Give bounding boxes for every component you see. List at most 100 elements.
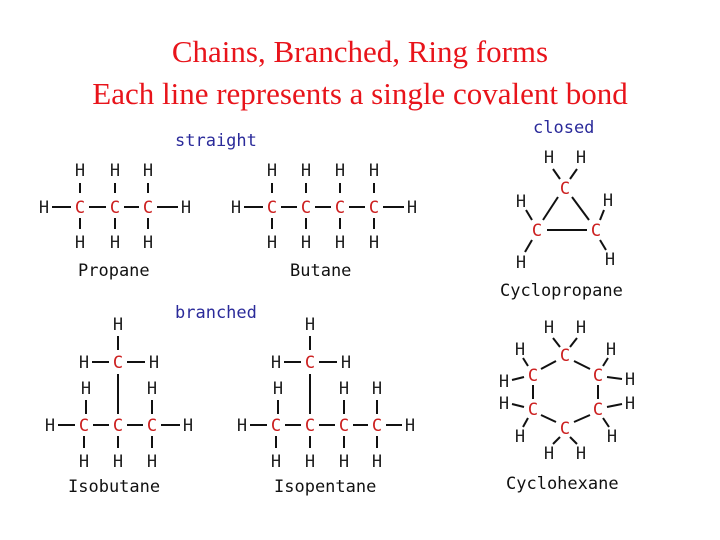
cyclohexane-hydrogen-atom: H	[515, 427, 525, 447]
cyclohexane-carbon-atom: C	[593, 400, 603, 420]
cyclohexane-hydrogen-atom: H	[499, 372, 509, 392]
propane-hydrogen-atom: H	[75, 233, 85, 253]
propane-hydrogen-atom: H	[143, 233, 153, 253]
cyclohexane-bond	[552, 436, 561, 445]
cyclohexane-bond	[573, 414, 591, 423]
isopentane-carbon-atom: C	[339, 416, 349, 436]
isopentane-carbon-atom: C	[305, 416, 315, 436]
isopentane-hydrogen-atom: H	[405, 416, 415, 436]
butane-hydrogen-atom: H	[335, 233, 345, 253]
propane-carbon-atom: C	[75, 198, 85, 218]
isobutane-hydrogen-atom: H	[149, 353, 159, 373]
cyclohexane-bond	[606, 376, 623, 380]
isopentane-carbon-atom: C	[305, 353, 315, 373]
isopentane-hydrogen-atom: H	[305, 452, 315, 472]
cyclopropane-carbon-atom: C	[560, 179, 570, 199]
butane-hydrogen-atom: H	[335, 161, 345, 181]
butane-hydrogen-atom: H	[369, 233, 379, 253]
cyclohexane-bond	[573, 360, 591, 370]
cyclohexane-bond	[522, 357, 529, 367]
isobutane-hydrogen-atom: H	[113, 452, 123, 472]
isopentane-carbon-atom: C	[372, 416, 382, 436]
section-label-closed: closed	[533, 118, 594, 138]
cyclohexane-bond	[606, 403, 623, 408]
butane-hydrogen-atom: H	[301, 233, 311, 253]
molecule-name-isobutane: Isobutane	[68, 477, 160, 497]
isobutane-carbon-atom: C	[79, 416, 89, 436]
isopentane-hydrogen-atom: H	[372, 379, 382, 399]
cyclohexane-bond	[511, 403, 525, 408]
propane-hydrogen-atom: H	[110, 233, 120, 253]
molecule-name-butane: Butane	[290, 261, 351, 281]
cyclohexane-hydrogen-atom: H	[544, 444, 554, 464]
cyclopropane-hydrogen-atom: H	[605, 250, 615, 270]
cyclopropane-bond	[599, 239, 607, 251]
cyclopropane-bond	[542, 196, 559, 221]
molecule-name-propane: Propane	[78, 261, 150, 281]
propane-hydrogen-atom: H	[75, 161, 85, 181]
isobutane-hydrogen-atom: H	[183, 416, 193, 436]
cyclohexane-hydrogen-atom: H	[576, 318, 586, 338]
cyclohexane-hydrogen-atom: H	[625, 370, 635, 390]
cyclopropane-carbon-atom: C	[591, 221, 601, 241]
cyclohexane-carbon-atom: C	[528, 366, 538, 386]
cyclohexane-hydrogen-atom: H	[499, 394, 509, 414]
cyclohexane-hydrogen-atom: H	[544, 318, 554, 338]
butane-hydrogen-atom: H	[301, 161, 311, 181]
title-line-1: Chains, Branched, Ring forms	[171, 34, 549, 69]
cyclopropane-carbon-atom: C	[532, 221, 542, 241]
propane-hydrogen-atom: H	[110, 161, 120, 181]
cyclopropane-hydrogen-atom: H	[576, 148, 586, 168]
cyclohexane-hydrogen-atom: H	[607, 427, 617, 447]
cyclopropane-hydrogen-atom: H	[516, 253, 526, 273]
cyclohexane-bond	[569, 436, 578, 445]
section-label-branched: branched	[175, 303, 257, 323]
cyclohexane-hydrogen-atom: H	[606, 340, 616, 360]
cyclohexane-bond	[540, 360, 557, 370]
cyclohexane-hydrogen-atom: H	[576, 444, 586, 464]
propane-carbon-atom: C	[143, 198, 153, 218]
molecule-name-cyclohexane: Cyclohexane	[506, 474, 619, 494]
propane-hydrogen-atom: H	[181, 198, 191, 218]
isopentane-hydrogen-atom: H	[271, 353, 281, 373]
cyclopropane-bond	[569, 168, 578, 180]
isobutane-hydrogen-atom: H	[147, 379, 157, 399]
butane-carbon-atom: C	[267, 198, 277, 218]
title-line-2: Each line represents a single covalent b…	[92, 76, 628, 111]
cyclohexane-bond	[552, 337, 561, 348]
isobutane-hydrogen-atom: H	[79, 452, 89, 472]
isobutane-carbon-atom: C	[113, 353, 123, 373]
cyclopropane-hydrogen-atom: H	[544, 148, 554, 168]
isobutane-hydrogen-atom: H	[79, 353, 89, 373]
isopentane-hydrogen-atom: H	[237, 416, 247, 436]
cyclohexane-bond	[511, 376, 525, 381]
cyclopropane-bond	[571, 196, 590, 221]
isopentane-hydrogen-atom: H	[372, 452, 382, 472]
isopentane-hydrogen-atom: H	[271, 452, 281, 472]
molecule-name-isopentane: Isopentane	[274, 477, 376, 497]
isobutane-hydrogen-atom: H	[147, 452, 157, 472]
isopentane-carbon-atom: C	[271, 416, 281, 436]
cyclohexane-carbon-atom: C	[528, 400, 538, 420]
section-label-straight: straight	[175, 131, 257, 151]
isopentane-hydrogen-atom: H	[341, 353, 351, 373]
isopentane-hydrogen-atom: H	[339, 379, 349, 399]
cyclopropane-bond	[599, 209, 605, 221]
cyclohexane-carbon-atom: C	[560, 419, 570, 439]
cyclohexane-hydrogen-atom: H	[515, 340, 525, 360]
isobutane-carbon-atom: C	[113, 416, 123, 436]
cyclopropane-bond	[525, 209, 533, 221]
butane-carbon-atom: C	[301, 198, 311, 218]
cyclohexane-bond	[602, 417, 610, 428]
cyclohexane-bond	[569, 337, 578, 348]
molecule-name-cyclopropane: Cyclopropane	[500, 281, 623, 301]
cyclopropane-hydrogen-atom: H	[603, 191, 613, 211]
butane-hydrogen-atom: H	[267, 233, 277, 253]
cyclohexane-hydrogen-atom: H	[625, 394, 635, 414]
isobutane-hydrogen-atom: H	[45, 416, 55, 436]
isobutane-hydrogen-atom: H	[113, 315, 123, 335]
butane-hydrogen-atom: H	[369, 161, 379, 181]
propane-hydrogen-atom: H	[143, 161, 153, 181]
isopentane-hydrogen-atom: H	[305, 315, 315, 335]
